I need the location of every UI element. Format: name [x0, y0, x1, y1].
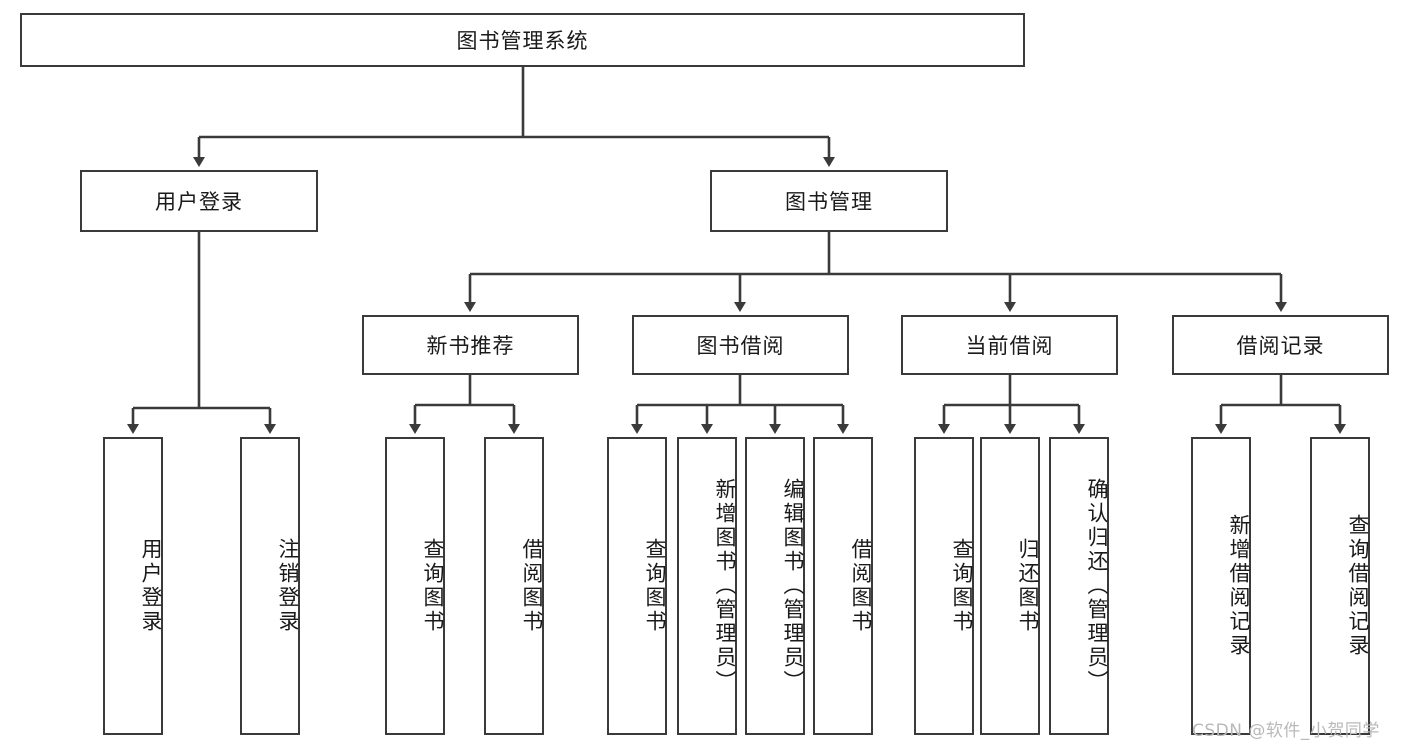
node-leaf-edit-book-label: 编辑图书（管理员） — [781, 478, 805, 694]
node-leaf-return-book-label: 归还图书 — [1016, 538, 1040, 634]
node-leaf-logout[interactable]: 注销登录 — [240, 437, 300, 735]
node-leaf-user-login-label: 用户登录 — [139, 538, 163, 634]
node-leaf-edit-book[interactable]: 编辑图书（管理员） — [745, 437, 805, 735]
node-leaf-confirm-return[interactable]: 确认归还（管理员） — [1049, 437, 1109, 735]
node-borrow-record[interactable]: 借阅记录 — [1172, 315, 1389, 375]
node-current-borrow[interactable]: 当前借阅 — [901, 315, 1118, 375]
node-leaf-query-record-label: 查询借阅记录 — [1346, 514, 1370, 658]
node-book-management[interactable]: 图书管理 — [710, 170, 948, 232]
node-leaf-query-book-3-label: 查询图书 — [950, 538, 974, 634]
node-leaf-logout-label: 注销登录 — [276, 538, 300, 634]
node-leaf-query-book-1-label: 查询图书 — [421, 538, 445, 634]
node-book-borrow[interactable]: 图书借阅 — [632, 315, 849, 375]
node-root[interactable]: 图书管理系统 — [20, 13, 1025, 67]
node-leaf-borrow-book-1[interactable]: 借阅图书 — [484, 437, 544, 735]
node-leaf-add-book-label: 新增图书（管理员） — [713, 478, 737, 694]
node-leaf-query-book-2[interactable]: 查询图书 — [607, 437, 667, 735]
node-book-borrow-label: 图书借阅 — [696, 334, 785, 358]
watermark-text: CSDN @软件_小贺同学 — [1192, 721, 1380, 741]
node-borrow-record-label: 借阅记录 — [1236, 334, 1325, 358]
node-leaf-query-record[interactable]: 查询借阅记录 — [1310, 437, 1370, 735]
node-user-login[interactable]: 用户登录 — [80, 170, 318, 232]
node-new-book-recommend[interactable]: 新书推荐 — [362, 315, 579, 375]
node-leaf-return-book[interactable]: 归还图书 — [980, 437, 1040, 735]
node-current-borrow-label: 当前借阅 — [965, 334, 1054, 358]
node-leaf-query-book-2-label: 查询图书 — [643, 538, 667, 634]
node-new-book-recommend-label: 新书推荐 — [426, 334, 515, 358]
node-leaf-query-book-1[interactable]: 查询图书 — [385, 437, 445, 735]
node-leaf-confirm-return-label: 确认归还（管理员） — [1085, 478, 1109, 694]
node-leaf-borrow-book-1-label: 借阅图书 — [520, 538, 544, 634]
node-leaf-query-book-3[interactable]: 查询图书 — [914, 437, 974, 735]
node-leaf-borrow-book-2-label: 借阅图书 — [849, 538, 873, 634]
node-leaf-add-record-label: 新增借阅记录 — [1227, 514, 1251, 658]
node-book-management-label: 图书管理 — [785, 190, 873, 214]
node-user-login-label: 用户登录 — [155, 190, 243, 214]
node-root-label: 图书管理系统 — [456, 29, 589, 53]
node-leaf-add-book[interactable]: 新增图书（管理员） — [677, 437, 737, 735]
node-leaf-add-record[interactable]: 新增借阅记录 — [1191, 437, 1251, 735]
node-leaf-borrow-book-2[interactable]: 借阅图书 — [813, 437, 873, 735]
node-leaf-user-login[interactable]: 用户登录 — [103, 437, 163, 735]
